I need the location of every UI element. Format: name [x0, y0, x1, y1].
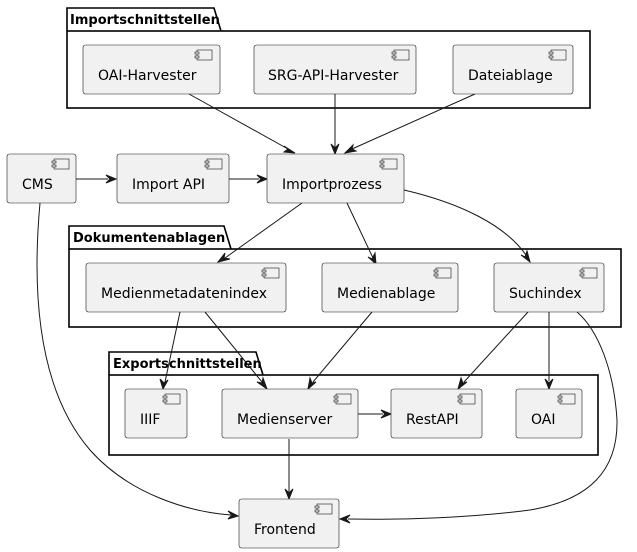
arrowhead — [282, 145, 296, 154]
arrowhead — [367, 251, 377, 266]
component-label-suchindex: Suchindex — [509, 286, 582, 302]
component-label-frontend: Frontend — [254, 522, 316, 538]
edge-cms-to-frontend — [36, 202, 232, 516]
component-label-medienablage: Medienablage — [337, 286, 435, 302]
component-label-oai-harvester: OAI-Harvester — [98, 68, 197, 84]
component-icon — [548, 49, 567, 61]
component-restapi: RestAPI — [390, 388, 483, 439]
component-icon — [579, 267, 598, 279]
arrowhead — [256, 376, 269, 391]
component-icon — [261, 267, 280, 279]
component-icon — [457, 393, 476, 405]
component-label-dateiablage: Dateiablage — [468, 68, 553, 84]
package-title-dokumentenablagen: Dokumentenablagen — [73, 231, 225, 246]
component-icon — [162, 393, 181, 405]
component-label-import-api: Import API — [132, 177, 205, 193]
arrowhead — [343, 143, 358, 154]
component-oai-harvester: OAI-Harvester — [82, 44, 221, 95]
component-icon — [194, 49, 213, 61]
component-label-importprozess: Importprozess — [282, 177, 382, 193]
package-title-exportschnittstellen: Exportschnittstellen — [113, 357, 262, 372]
component-label-medienmetadatenindex: Medienmetadatenindex — [101, 286, 267, 302]
arrowhead — [520, 249, 531, 264]
edge-dateiablage-to-importprozess — [351, 93, 476, 150]
arrowhead — [105, 174, 118, 184]
arrowheads — [105, 143, 554, 524]
component-srg-api-harvester: SRG-API-Harvester — [253, 44, 417, 95]
arrowhead — [307, 376, 317, 391]
component-importprozess: Importprozess — [266, 153, 405, 204]
edge-importprozess-to-medienablage — [346, 202, 374, 259]
component-medienablage: Medienablage — [321, 262, 459, 313]
component-iiif: IIIF — [124, 388, 188, 439]
edge-suchindex-to-frontend — [347, 311, 618, 520]
component-label-cms: CMS — [22, 177, 53, 193]
arrowhead — [284, 488, 294, 501]
component-icon — [204, 158, 223, 170]
component-icon — [333, 393, 352, 405]
edge-medienmetadatenindex-to-medienserver — [204, 311, 263, 383]
component-import-api: Import API — [116, 153, 230, 204]
arrowhead — [457, 376, 468, 391]
component-dateiablage: Dateiablage — [452, 44, 574, 95]
component-medienmetadatenindex: Medienmetadatenindex — [85, 262, 287, 313]
edge-importprozess-to-suchindex — [403, 189, 527, 256]
component-label-srg-api-harvester: SRG-API-Harvester — [268, 68, 399, 84]
component-label-medienserver: Medienserver — [237, 412, 333, 428]
edge-medienablage-to-medienserver — [312, 311, 373, 383]
edge-oai-harvester-to-importprozess — [188, 93, 289, 150]
arrowhead — [159, 378, 169, 391]
component-oai: OAI — [515, 388, 583, 439]
arrowhead — [227, 510, 240, 520]
component-cms: CMS — [6, 153, 77, 204]
package-title-importschnittstellen: Importschnittstellen — [70, 13, 220, 28]
edge-importprozess-to-medienmetadatenindex — [224, 202, 303, 259]
edge-medienmetadatenindex-to-iiif — [164, 311, 181, 383]
component-icon — [557, 393, 576, 405]
component-label-restapi: RestAPI — [406, 412, 459, 428]
component-icon — [51, 158, 70, 170]
edges — [36, 93, 618, 520]
component-icon — [379, 158, 398, 170]
arrowhead — [216, 252, 231, 263]
component-label-oai: OAI — [531, 412, 555, 428]
arrowhead — [256, 174, 269, 184]
component-frontend: Frontend — [238, 498, 340, 549]
component-label-iiif: IIIF — [140, 412, 160, 428]
arrowhead — [380, 409, 393, 419]
component-suchindex: Suchindex — [493, 262, 605, 313]
edge-suchindex-to-restapi — [463, 311, 529, 383]
component-icon — [314, 503, 333, 515]
arrowhead — [330, 143, 340, 156]
arrowhead — [544, 378, 554, 391]
arrowhead — [338, 514, 351, 524]
component-icon — [391, 49, 410, 61]
component-medienserver: Medienserver — [221, 388, 359, 439]
component-icon — [433, 267, 452, 279]
